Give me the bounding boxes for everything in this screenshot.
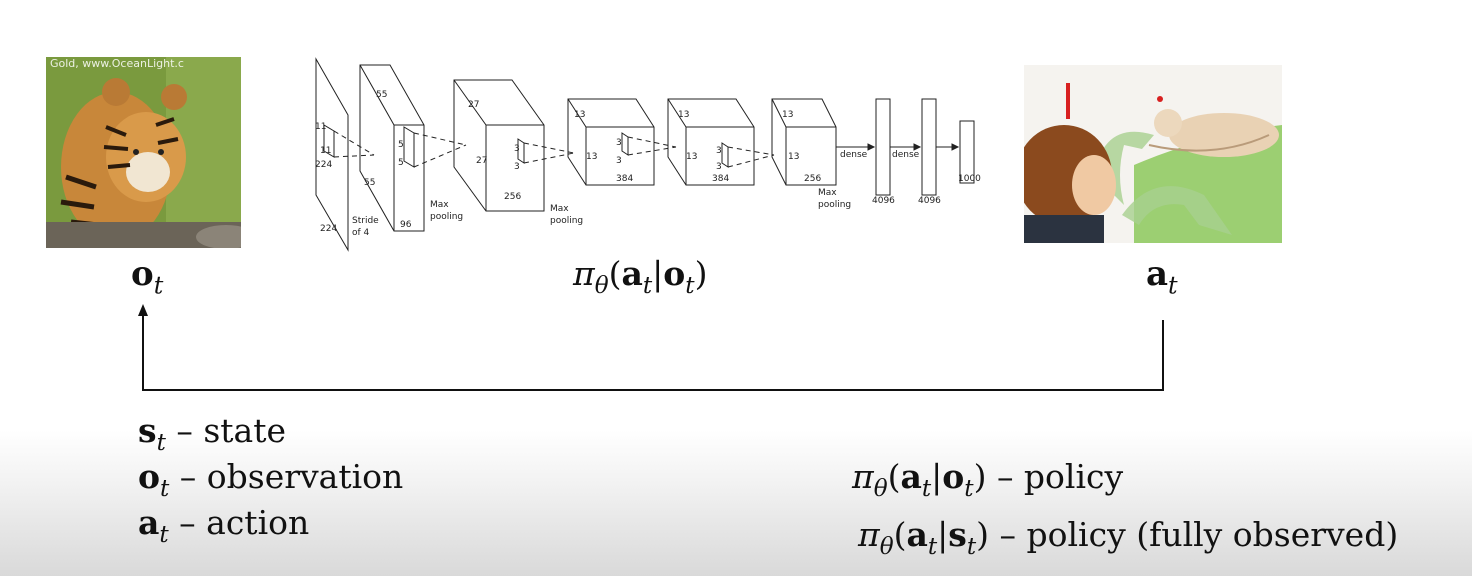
- svg-text:13: 13: [686, 152, 697, 162]
- svg-text:Stride: Stride: [352, 216, 379, 226]
- svg-text:pooling: pooling: [430, 212, 463, 222]
- svg-text:384: 384: [616, 174, 633, 184]
- svg-text:13: 13: [788, 152, 799, 162]
- svg-text:11: 11: [315, 122, 326, 132]
- svg-text:1000: 1000: [958, 174, 981, 184]
- svg-text:4096: 4096: [918, 196, 941, 206]
- legend-observation: ot – observation: [138, 457, 404, 503]
- svg-text:27: 27: [468, 100, 479, 110]
- svg-text:5: 5: [398, 140, 404, 150]
- svg-text:pooling: pooling: [818, 200, 851, 210]
- image-watermark: Gold, www.OceanLight.c: [50, 57, 184, 70]
- svg-text:224: 224: [320, 224, 337, 234]
- legend-policy-fully-observed: πθ(at|st) – policy (fully observed): [858, 515, 1399, 561]
- svg-text:13: 13: [782, 110, 793, 120]
- svg-text:of 4: of 4: [352, 228, 370, 238]
- svg-text:3: 3: [514, 162, 520, 172]
- legend-right: πθ(at|ot) – policy πθ(at|st) – policy (f…: [852, 448, 1398, 564]
- cnn-conv3-layer: [567, 98, 655, 186]
- svg-text:5: 5: [398, 158, 404, 168]
- legend-policy: πθ(at|ot) – policy: [852, 457, 1124, 503]
- svg-text:4096: 4096: [872, 196, 895, 206]
- cnn-conv1-layer: [359, 64, 425, 232]
- cnn-dense1-layer: [875, 98, 891, 196]
- action-image: [1024, 65, 1282, 243]
- svg-text:3: 3: [716, 146, 722, 156]
- svg-text:55: 55: [376, 90, 387, 100]
- policy-label: πθ(at|ot): [573, 254, 708, 300]
- cnn-conv2-layer: [453, 79, 545, 212]
- svg-text:27: 27: [476, 156, 487, 166]
- svg-text:13: 13: [574, 110, 585, 120]
- svg-text:256: 256: [504, 192, 521, 202]
- legend-left: st – state ot – observation at – action: [138, 408, 404, 549]
- legend-state: st – state: [138, 411, 287, 457]
- svg-text:55: 55: [364, 178, 375, 188]
- tiger-photo: [46, 57, 241, 248]
- cnn-diagram: 11 11 224 224 55 55 5 5 96 Stride of 4 M…: [315, 57, 981, 252]
- observation-label: ot: [131, 254, 164, 300]
- svg-text:3: 3: [716, 162, 722, 172]
- observation-image: Gold, www.OceanLight.c: [46, 57, 241, 248]
- svg-text:224: 224: [315, 160, 332, 170]
- cnn-conv4-layer: [667, 98, 755, 186]
- svg-text:11: 11: [320, 146, 331, 156]
- svg-text:dense: dense: [840, 150, 868, 160]
- action-illustration: [1024, 65, 1282, 243]
- cnn-input-layer: [315, 57, 349, 252]
- svg-text:pooling: pooling: [550, 216, 583, 226]
- svg-text:384: 384: [712, 174, 729, 184]
- feedback-arrow: [138, 304, 1164, 391]
- svg-text:Max: Max: [550, 204, 569, 214]
- svg-text:13: 13: [586, 152, 597, 162]
- cnn-conv5-layer: [771, 98, 837, 186]
- svg-text:dense: dense: [892, 150, 920, 160]
- legend-action: at – action: [138, 503, 310, 549]
- svg-text:256: 256: [804, 174, 821, 184]
- cnn-dense2-layer: [921, 98, 937, 196]
- action-label: at: [1146, 254, 1178, 300]
- svg-text:96: 96: [400, 220, 412, 230]
- svg-text:3: 3: [616, 138, 622, 148]
- cnn-output-layer: [959, 120, 975, 184]
- svg-text:3: 3: [514, 144, 520, 154]
- svg-text:3: 3: [616, 156, 622, 166]
- svg-text:13: 13: [678, 110, 689, 120]
- svg-text:Max: Max: [430, 200, 449, 210]
- svg-text:Max: Max: [818, 188, 837, 198]
